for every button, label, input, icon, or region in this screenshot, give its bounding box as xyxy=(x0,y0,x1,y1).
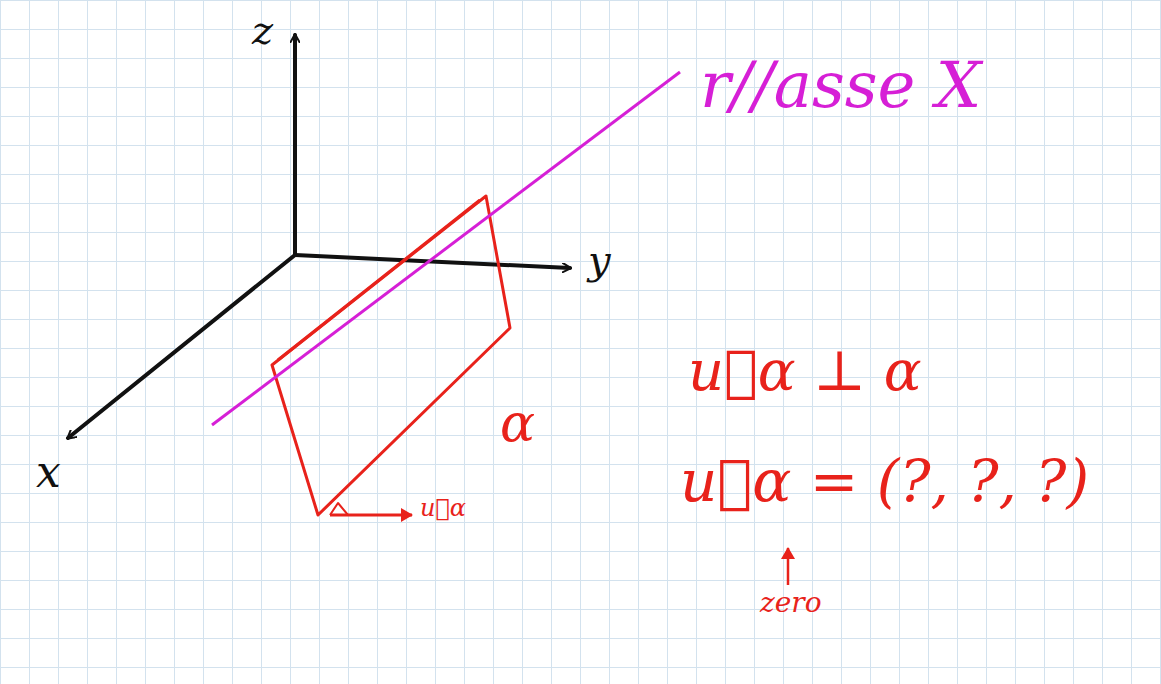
line-label: r//asse X xyxy=(700,50,981,120)
axis-label: y xyxy=(588,238,611,282)
vector-components: u⃗α = (?, ?, ?) xyxy=(680,450,1089,514)
plane-alpha xyxy=(272,196,510,515)
axis-label: z xyxy=(252,8,273,52)
note-text: zero xyxy=(760,588,822,619)
pointer-arrow xyxy=(787,548,790,585)
axis-label: x xyxy=(36,448,61,496)
plane-label: α xyxy=(500,395,535,452)
relation-note: u⃗α ⊥ α xyxy=(688,340,922,402)
vector-label: u⃗α xyxy=(420,495,466,521)
line-r xyxy=(212,72,680,425)
